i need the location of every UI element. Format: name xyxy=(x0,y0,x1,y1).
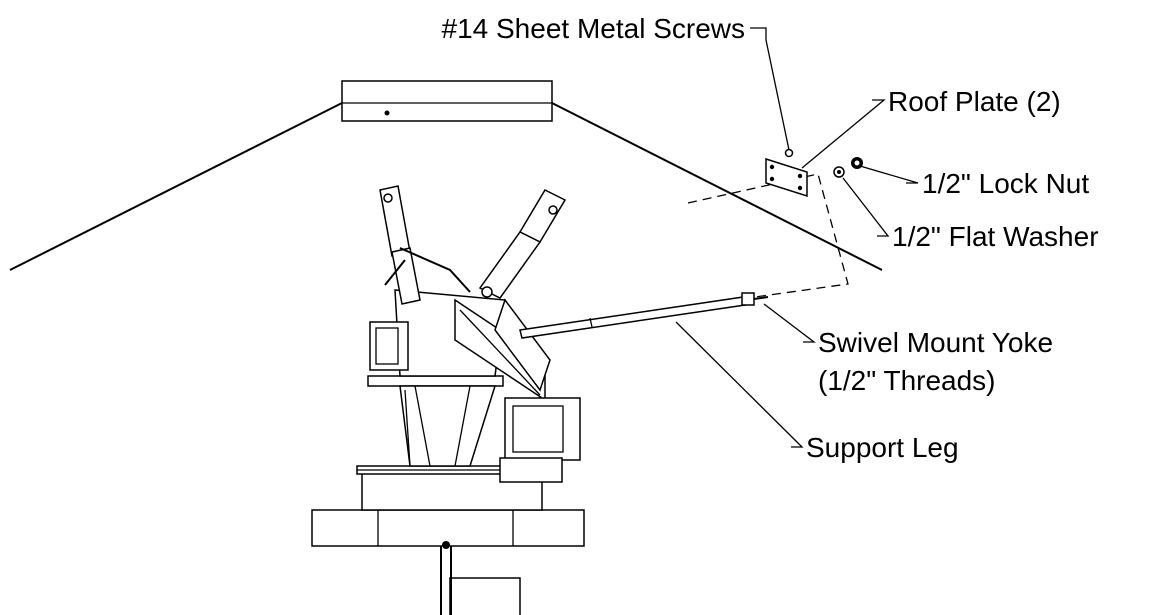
roof-left-slope xyxy=(9,102,343,271)
label-roof-plate: Roof Plate (2) xyxy=(888,86,1061,117)
right-arm-upper xyxy=(518,189,567,243)
center-pivot xyxy=(481,286,493,298)
base-and-mast xyxy=(311,465,585,615)
leader-roof-plate xyxy=(801,99,886,169)
support-leg-joint xyxy=(589,317,593,328)
turntable-ring xyxy=(367,375,504,387)
pedestal-leg-right xyxy=(454,385,471,467)
label-support-leg: Support Leg xyxy=(806,432,959,463)
label-lock-nut: 1/2" Lock Nut xyxy=(922,168,1089,199)
support-leg xyxy=(519,292,769,339)
label-flat-washer: 1/2" Flat Washer xyxy=(892,221,1099,252)
base-block xyxy=(311,509,585,547)
leader-flat-washer xyxy=(842,177,890,237)
lock-nut-hole xyxy=(854,160,860,166)
plate-hole-3 xyxy=(769,176,775,182)
support-leg-tube xyxy=(519,295,753,339)
leader-yoke xyxy=(763,303,816,343)
roof-right-slope xyxy=(551,102,883,271)
label-swivel-mount-yoke: Swivel Mount Yoke xyxy=(818,327,1053,358)
motor-housing xyxy=(504,397,581,461)
mount-reference-plane xyxy=(687,173,849,298)
lower-box xyxy=(449,577,521,615)
left-arm-pivot xyxy=(383,193,393,203)
right-arm-pivot xyxy=(548,205,558,215)
pedestal xyxy=(399,385,497,467)
roof-plate-assembly xyxy=(765,148,863,198)
mount-body xyxy=(367,289,581,483)
plate-hole-2 xyxy=(797,173,803,179)
plate-hole-1 xyxy=(769,164,775,170)
callout-leaders xyxy=(675,27,919,448)
roof-ridge-cap xyxy=(341,80,553,122)
right-arm-lower xyxy=(478,231,542,299)
yoke-thread xyxy=(753,296,769,300)
right-arm-support xyxy=(494,298,551,392)
leader-lock-nut xyxy=(859,165,919,184)
side-bracket-inner xyxy=(375,327,399,365)
leader-support-leg xyxy=(675,321,804,448)
ridge-cap-hole xyxy=(384,110,390,116)
motor-housing-inner xyxy=(512,405,564,453)
pedestal-strut-left xyxy=(404,389,411,467)
panel-brace xyxy=(459,309,541,396)
flat-washer-hole xyxy=(837,170,841,174)
roof-plate xyxy=(765,157,808,198)
label-sheet-metal-screws: #14 Sheet Metal Screws xyxy=(442,13,746,44)
upper-arms xyxy=(379,185,567,305)
left-arm-link xyxy=(399,247,471,293)
leader-screws xyxy=(750,27,790,151)
reference-plane-outline xyxy=(687,173,849,298)
swivel-mount-yoke xyxy=(741,292,755,306)
sheet-metal-screw xyxy=(784,148,794,158)
motor-cap xyxy=(499,457,563,483)
roof xyxy=(9,80,883,271)
plate-hole-4 xyxy=(797,185,803,191)
mast-clamp xyxy=(442,541,450,549)
pedestal-leg-left xyxy=(414,385,431,467)
left-arm-link-2 xyxy=(384,259,406,286)
label-yoke-threads: (1/2" Threads) xyxy=(818,365,996,396)
